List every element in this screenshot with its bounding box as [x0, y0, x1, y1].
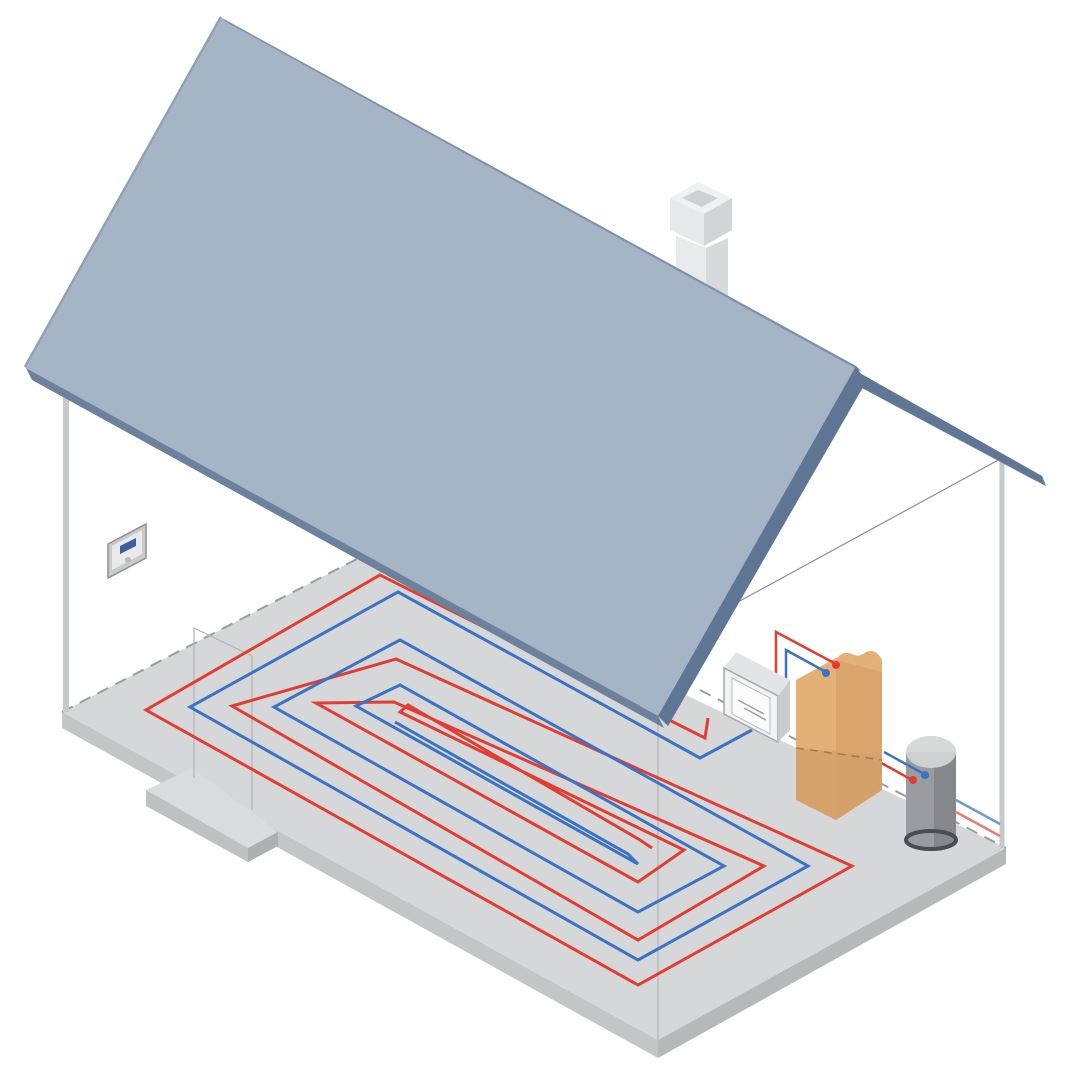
step-front	[146, 790, 248, 862]
floor-top	[62, 548, 1006, 1040]
entrance-step	[146, 768, 278, 862]
roof-back-edge	[858, 372, 1046, 486]
boiler-feed-pipes	[774, 629, 837, 682]
boiler	[795, 651, 883, 820]
cylinder-return-connector	[921, 771, 929, 779]
manifold-right	[778, 680, 790, 742]
boiler-supply-connector	[832, 661, 840, 669]
roof-ridge-edge	[222, 18, 862, 372]
cylinder-base	[904, 829, 958, 851]
manifold-side	[724, 652, 790, 696]
wall-outlines	[63, 378, 1005, 1040]
return-pipe-loop	[186, 590, 812, 962]
manifold-detail-2	[743, 707, 767, 721]
thermostat-dial	[125, 557, 131, 563]
door-outline	[193, 627, 253, 810]
room-thermostat	[107, 522, 147, 580]
chimney-cap-hole	[682, 190, 718, 207]
roof-left-edge	[24, 16, 222, 368]
supply-pipe-loop	[142, 573, 856, 987]
cylinder-dome	[906, 736, 956, 752]
roof-front-eave	[26, 368, 664, 728]
chimney-cap-side	[704, 198, 732, 246]
boiler-dashed-edge	[795, 747, 883, 761]
cylinder-shade	[934, 752, 956, 848]
roof-back-underside	[858, 386, 1046, 486]
step-side	[248, 832, 278, 862]
thermostat-display	[120, 538, 136, 554]
boiler-lower-shade	[796, 748, 882, 820]
floor-right-side	[658, 848, 1006, 1058]
back-gable-line	[737, 457, 1003, 603]
underfloor-pipes	[142, 573, 856, 987]
chimney-stack-side	[706, 238, 728, 298]
boiler-top-bumps	[836, 651, 882, 672]
boiler-return-connector	[822, 669, 830, 677]
manifold-panel	[731, 677, 771, 735]
manifold-cabinet	[723, 652, 790, 744]
wall-supply-pipe	[955, 810, 1001, 838]
boiler-supply-pipe	[774, 629, 837, 676]
roof-gable-edge	[658, 366, 866, 726]
roof-front-slope	[26, 18, 856, 716]
step-top	[146, 768, 278, 848]
boiler-return-pipe	[784, 647, 827, 682]
cylinder-return-pipe	[883, 750, 925, 776]
cylinder-pipes	[875, 750, 1001, 838]
wall-return-pipe	[955, 798, 1001, 826]
roof	[24, 16, 1046, 728]
hot-water-cylinder	[904, 736, 958, 851]
chimney-cap-front	[670, 198, 704, 246]
cylinder-supply-connector	[909, 776, 917, 784]
manifold-detail-1	[737, 699, 765, 715]
